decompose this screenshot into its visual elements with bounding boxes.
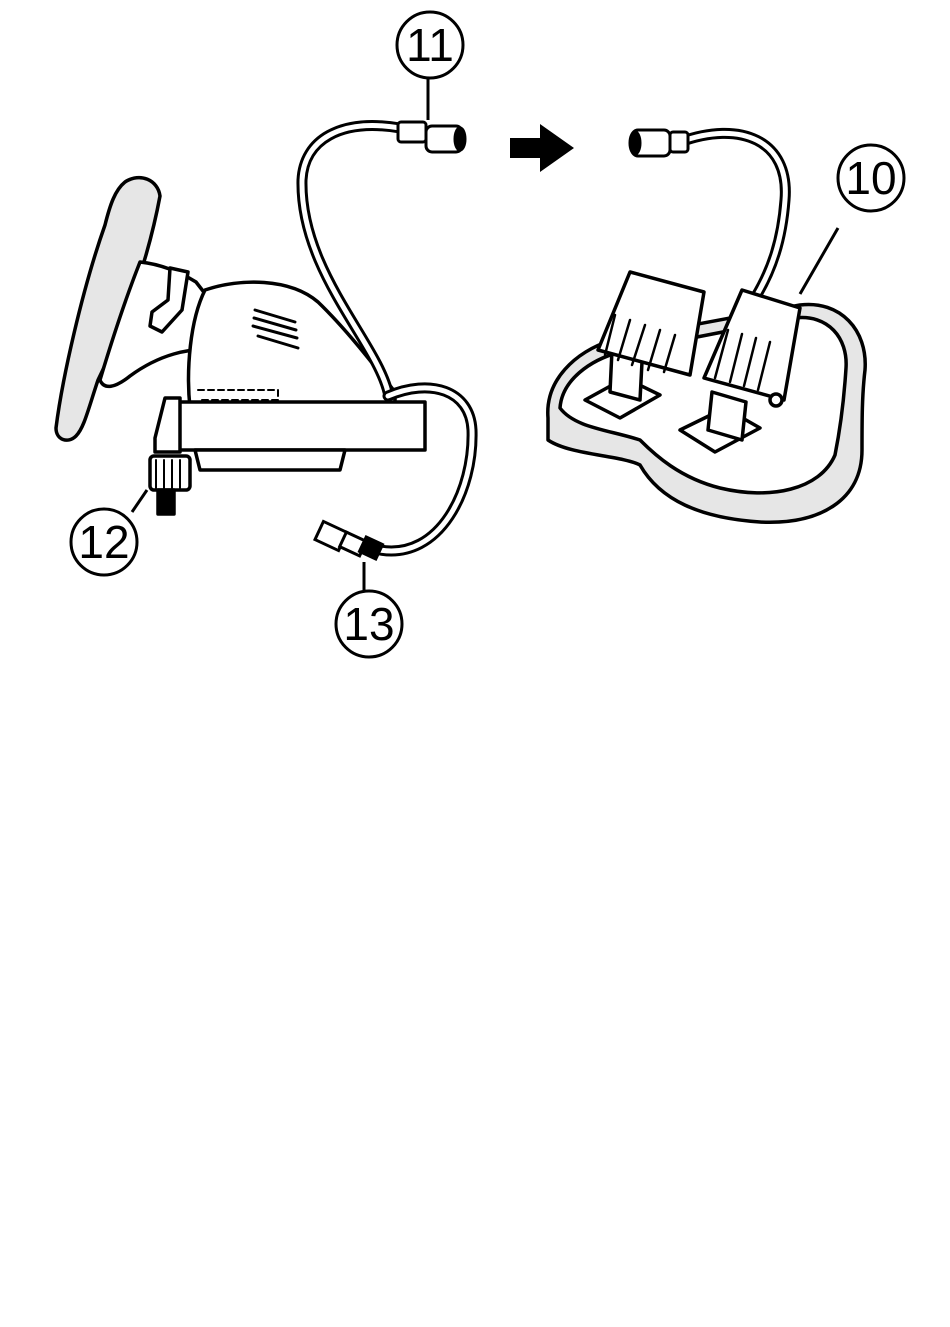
callout-13-label: 13: [343, 598, 394, 650]
clamp-arm: [155, 398, 180, 452]
callout-13: 13: [336, 562, 402, 657]
clamp-screw: [150, 456, 190, 514]
callout-11-label: 11: [406, 19, 454, 71]
wheel-base-underside: [195, 450, 345, 470]
callout-10-label: 10: [845, 152, 896, 204]
usb-connector: [315, 521, 383, 559]
pedal-right-arm: [708, 392, 746, 440]
pedal-unit: [548, 272, 865, 522]
callout-10: 10: [800, 145, 904, 294]
pedal-pivot: [770, 394, 782, 406]
callout-11: 11: [397, 12, 463, 120]
wheel-pedal-connector: [398, 122, 465, 152]
callout-12-label: 12: [78, 516, 129, 568]
pedal-side-connector: [630, 130, 688, 156]
arrow-right-icon: [510, 124, 574, 172]
wheel-base: [178, 402, 425, 450]
callout-12: 12: [71, 490, 147, 575]
pedal-right: [704, 290, 800, 400]
